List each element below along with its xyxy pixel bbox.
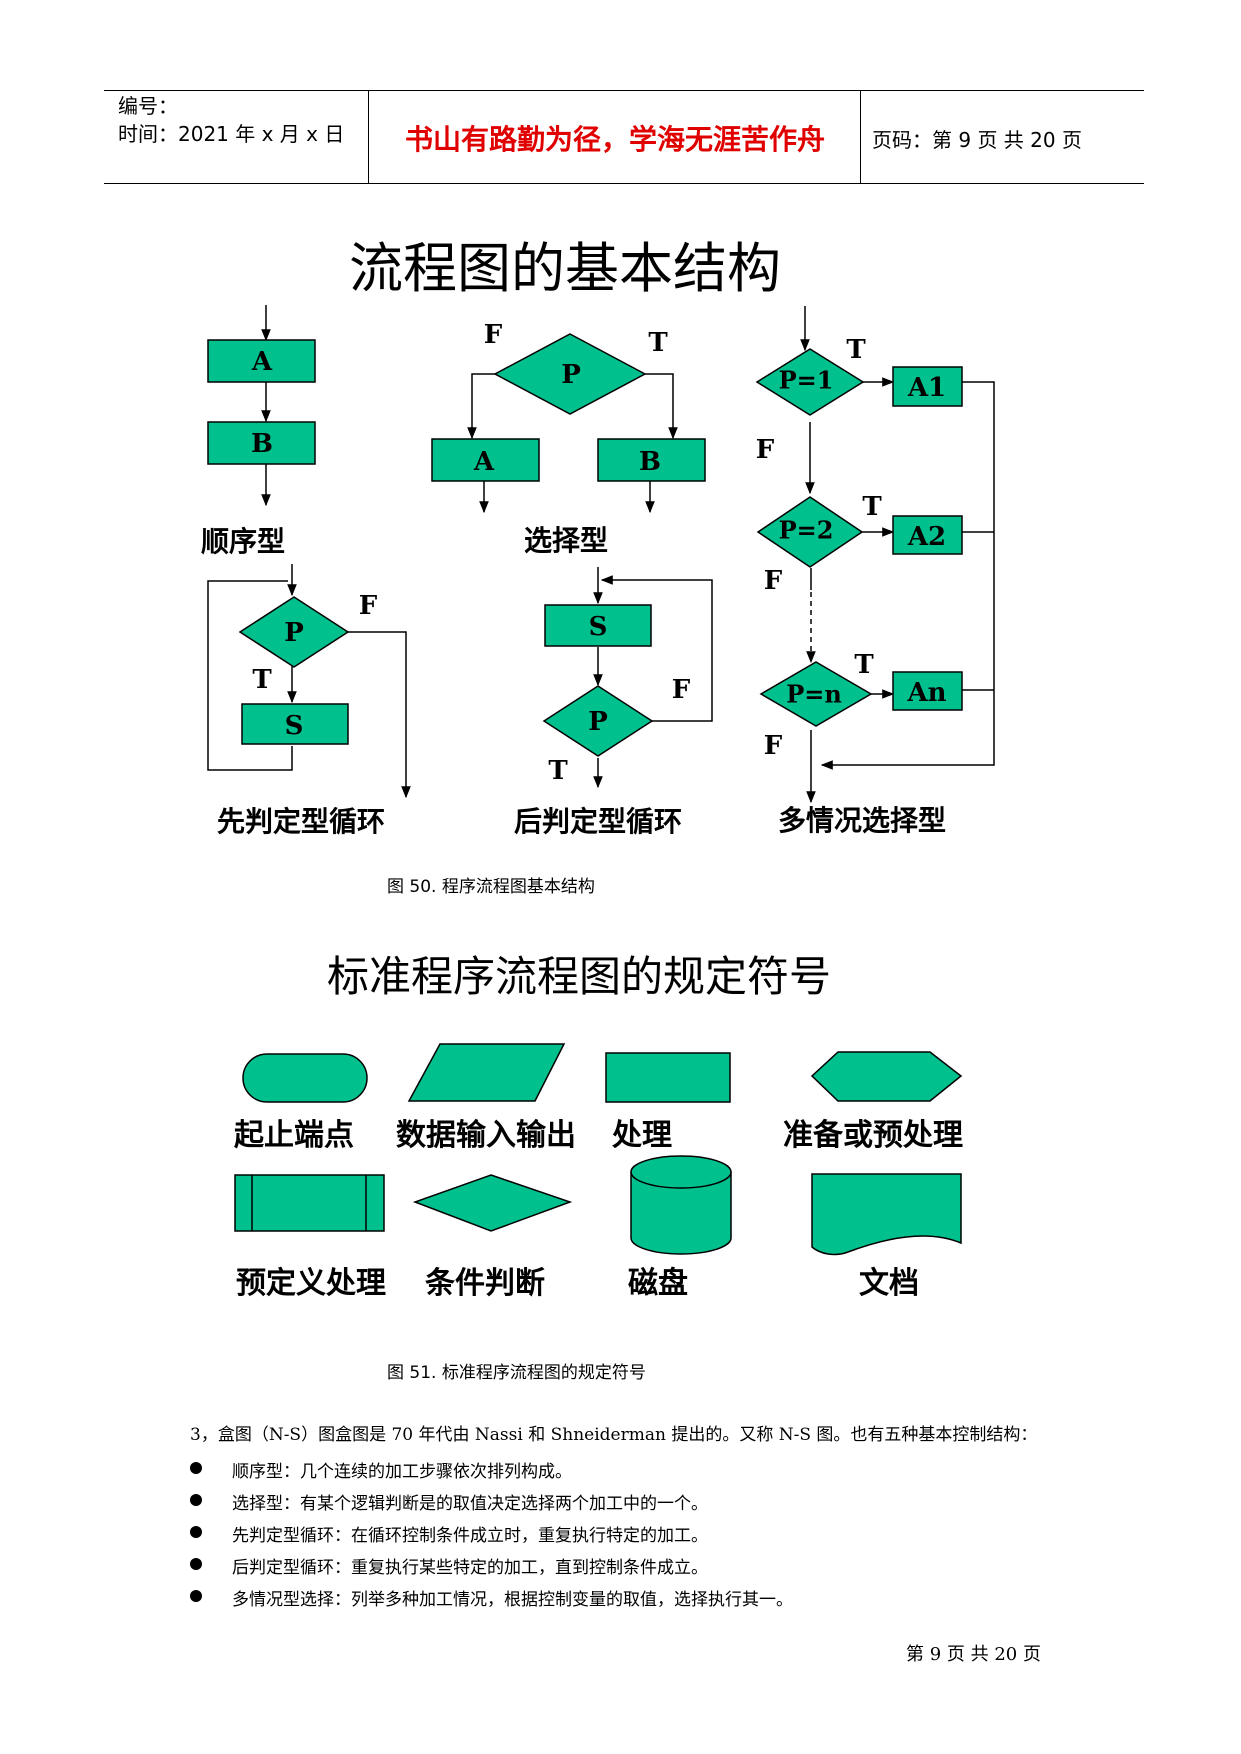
post-loop-decision [542, 685, 654, 757]
document-symbol [811, 1173, 962, 1256]
ns-intro-paragraph: 3，盒图（N-S）图盒图是 70 年代由 Nassi 和 Shneiderman… [190, 1425, 1038, 1445]
seq-label: 顺序型 [201, 525, 285, 558]
pre-loop-decision [238, 596, 350, 668]
io-symbol [407, 1043, 566, 1102]
process-symbol [605, 1052, 731, 1103]
figure1-caption: 图 50. 程序流程图基本结构 [387, 877, 595, 897]
pre-loop-f-label: F [359, 591, 378, 621]
header-meta: 编号： 时间：2021 年 x 月 x 日 [118, 92, 344, 148]
post-loop-box [544, 604, 652, 647]
multi-decision-2 [756, 496, 864, 568]
bullet-icon [190, 1526, 202, 1538]
terminal-label: 起止端点 [234, 1118, 354, 1153]
multi-box-n-label: An [906, 678, 946, 708]
figure1-title: 流程图的基本结构 [349, 237, 781, 300]
multi-f1-label: F [756, 435, 775, 465]
predefined-label: 预定义处理 [236, 1266, 386, 1301]
decision-symbol [412, 1174, 573, 1232]
bullet-icon [190, 1494, 202, 1506]
time-label: 时间：2021 年 x 月 x 日 [118, 122, 345, 146]
preparation-symbol [810, 1051, 963, 1102]
process-label: 处理 [611, 1118, 672, 1153]
multi-decision-2-label: P=2 [779, 516, 834, 545]
preparation-label: 准备或预处理 [783, 1118, 963, 1153]
sel-decision-label: P [561, 360, 581, 390]
header-page-label: 页码：第 9 页 共 20 页 [872, 128, 1082, 152]
post-loop-decision-label: P [588, 707, 608, 737]
document-label: 文档 [859, 1266, 919, 1301]
page-footer: 第 9 页 共 20 页 [906, 1644, 1041, 1665]
pre-loop-label: 先判定型循环 [217, 805, 385, 838]
multi-t2-label: T [862, 492, 882, 522]
multi-box-2-label: A2 [907, 522, 946, 552]
header-divider-left [368, 90, 369, 183]
pre-loop-decision-label: P [284, 618, 304, 648]
sel-decision [493, 333, 647, 415]
figure2-caption: 图 51. 标准程序流程图的规定符号 [387, 1363, 646, 1383]
pre-loop-box [241, 703, 349, 745]
multi-box-1-label: A1 [907, 373, 946, 403]
pre-loop-t-label: T [252, 665, 272, 695]
multi-fn-label: F [764, 731, 783, 761]
multi-decision-1 [755, 348, 865, 416]
seq-box-a [207, 339, 316, 383]
bullet-icon [190, 1558, 202, 1570]
sel-box-a-label: A [473, 447, 495, 477]
terminal-symbol [242, 1053, 368, 1103]
header-motto: 书山有路勤为径，学海无涯苦作舟 [404, 123, 825, 156]
multi-label: 多情况选择型 [778, 804, 946, 837]
seq-box-a-label: A [251, 347, 273, 377]
bullet-icon [190, 1462, 202, 1474]
sel-f-label: F [484, 320, 503, 350]
disk-label: 磁盘 [628, 1266, 688, 1301]
multi-box-1 [892, 366, 963, 407]
seq-box-b-label: B [251, 429, 273, 459]
header-top-rule [104, 90, 1144, 91]
sel-box-a [431, 438, 540, 482]
bullet-icon [190, 1590, 202, 1602]
disk-symbol [630, 1155, 732, 1255]
seq-box-b [207, 421, 316, 465]
sel-box-b [597, 438, 706, 482]
multi-decision-1-label: P=1 [779, 366, 834, 395]
multi-box-n [892, 671, 963, 711]
serial-label: 编号： [118, 94, 178, 118]
header-bottom-rule [104, 183, 1144, 184]
figure2-title: 标准程序流程图的规定符号 [327, 952, 831, 1001]
sel-t-label: T [648, 328, 668, 358]
multi-f2-label: F [764, 566, 783, 596]
multi-tn-label: T [854, 650, 874, 680]
multi-t1-label: T [846, 335, 866, 365]
post-loop-t-label: T [548, 756, 568, 786]
pre-loop-box-label: S [285, 711, 304, 741]
sel-box-b-label: B [639, 447, 661, 477]
io-label: 数据输入输出 [396, 1118, 576, 1153]
multi-box-2 [892, 515, 963, 555]
sel-label: 选择型 [524, 524, 608, 557]
predefined-symbol [234, 1174, 385, 1232]
post-loop-f-label: F [672, 675, 691, 705]
figure-standard-symbols: 标准程序流程图的规定符号 起止端点 数据输入输出 处理 准备或预处理 预定义处理… [234, 952, 963, 1301]
header-divider-right [860, 90, 861, 183]
post-loop-box-label: S [589, 612, 608, 642]
post-loop-label: 后判定型循环 [514, 805, 682, 838]
decision-label: 条件判断 [425, 1266, 545, 1301]
figure-flowchart-structures: 流程图的基本结构 A B 顺序型 P F T A B 选择型 P=1 A1 T … [201, 237, 995, 838]
multi-decision-n-label: P=n [786, 680, 842, 709]
multi-decision-n [759, 661, 873, 727]
